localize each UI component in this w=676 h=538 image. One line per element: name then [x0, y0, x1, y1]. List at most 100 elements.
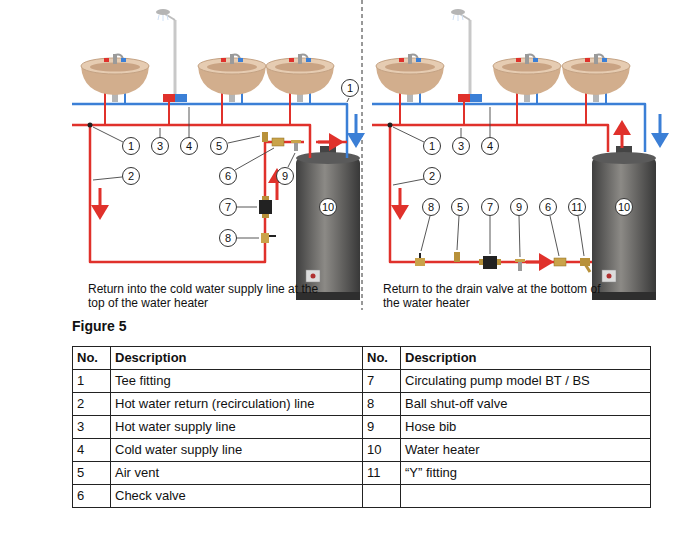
- pipework: [90, 125, 347, 262]
- flow-arrow: [621, 132, 624, 148]
- pipework: [372, 104, 645, 152]
- flow-arrow: [100, 114, 660, 262]
- table-grid: [362, 346, 363, 507]
- ball-valve: [415, 258, 425, 266]
- callout-number: 10: [615, 198, 633, 216]
- table-cell: 7: [367, 369, 397, 392]
- table-grid: [400, 346, 401, 507]
- sink: [198, 54, 266, 125]
- table-cell: Cold water supply line: [115, 438, 359, 461]
- leader-line: [228, 136, 260, 143]
- hose-bib: [291, 140, 301, 151]
- leader-line: [393, 127, 424, 142]
- flow-arrow: [276, 180, 279, 200]
- leader-line: [189, 107, 190, 137]
- table-cell: 5: [77, 461, 107, 484]
- water-heater: [296, 146, 360, 300]
- sink: [376, 54, 444, 125]
- table-cell: 9: [367, 415, 397, 438]
- callout-number: 1: [423, 137, 441, 155]
- hose-bib: [515, 259, 525, 271]
- table-cell: Hot water supply line: [115, 415, 359, 438]
- table-cell: Circulating pump model BT / BS: [405, 369, 647, 392]
- flow-arrow: [526, 261, 542, 264]
- table-cell: Ball shut-off valve: [405, 392, 647, 415]
- leader-line: [237, 238, 259, 239]
- table-cell: 10: [367, 438, 397, 461]
- tee-fitting: [388, 123, 393, 128]
- callout-number: 10: [319, 198, 337, 216]
- callout-number: 4: [180, 137, 198, 155]
- sink: [562, 54, 630, 125]
- callout-number: 3: [151, 137, 169, 155]
- table-header: Description: [405, 346, 647, 369]
- check-valve: [272, 138, 284, 146]
- table-header: Description: [115, 346, 359, 369]
- tee-fitting: [88, 123, 93, 128]
- table-cell: Tee fitting: [115, 369, 359, 392]
- callout-number: 8: [219, 229, 237, 247]
- leader-line: [160, 128, 161, 137]
- ball-valve: [419, 253, 421, 258]
- leader-line: [93, 177, 122, 180]
- callout-number: 3: [452, 137, 470, 155]
- circulating-pump: [479, 259, 483, 265]
- table-cell: 11: [367, 461, 397, 484]
- hose-bib: [515, 259, 525, 262]
- table-header: No.: [77, 346, 107, 369]
- shower: [156, 9, 187, 125]
- callout-number: 1: [122, 137, 140, 155]
- table-cell: 2: [77, 392, 107, 415]
- table-cell: 8: [367, 392, 397, 415]
- table-grid: [72, 369, 650, 370]
- leader-line: [288, 153, 295, 167]
- circulating-pump: [259, 196, 272, 218]
- table-grid: [110, 346, 111, 507]
- table-grid: [73, 347, 651, 508]
- flow-arrow: [99, 188, 102, 208]
- table-grid: [72, 392, 650, 393]
- leader-line: [393, 179, 424, 185]
- callout-number: 6: [539, 198, 557, 216]
- y-fitting: [580, 258, 590, 272]
- flow-arrow: [399, 188, 402, 208]
- table-cell: Water heater: [405, 438, 647, 461]
- table-grid: [72, 346, 651, 508]
- circulating-pump: [259, 200, 272, 214]
- leader-line: [93, 127, 123, 142]
- shower: [451, 9, 482, 125]
- water-heater: [592, 146, 656, 300]
- pipework: [72, 125, 310, 158]
- table-cell: Air vent: [115, 461, 359, 484]
- ball-valve: [415, 253, 425, 266]
- table-grid: [72, 484, 650, 485]
- circulating-pump: [479, 256, 501, 269]
- y-fitting: [585, 264, 590, 272]
- table-cell: Hose bib: [405, 415, 647, 438]
- ball-valve: [261, 233, 269, 243]
- circulating-pump: [483, 256, 497, 269]
- callout-number: 7: [481, 198, 499, 216]
- air-vent: [454, 252, 460, 262]
- callout-number: 8: [422, 198, 440, 216]
- callout-number: 5: [210, 137, 228, 155]
- flow-arrow: [318, 141, 332, 144]
- leader-line: [550, 216, 559, 256]
- table-header: No.: [367, 346, 397, 369]
- leader-line: [578, 216, 584, 256]
- leader-line: [490, 107, 491, 137]
- ball-valve: [269, 235, 276, 237]
- check-valve: [554, 258, 566, 266]
- callout-number: 2: [122, 167, 140, 185]
- table-grid: [72, 461, 650, 462]
- table-cell: 6: [77, 484, 107, 507]
- pipework: [72, 104, 347, 158]
- leader-line: [347, 98, 349, 102]
- callout-number: 6: [219, 167, 237, 185]
- callout-number: 9: [510, 198, 528, 216]
- panel-caption: Return into the cold water supply line a…: [88, 282, 320, 310]
- table-grid: [72, 438, 650, 439]
- sink: [493, 54, 561, 125]
- figure-caption: Figure 5: [72, 318, 126, 334]
